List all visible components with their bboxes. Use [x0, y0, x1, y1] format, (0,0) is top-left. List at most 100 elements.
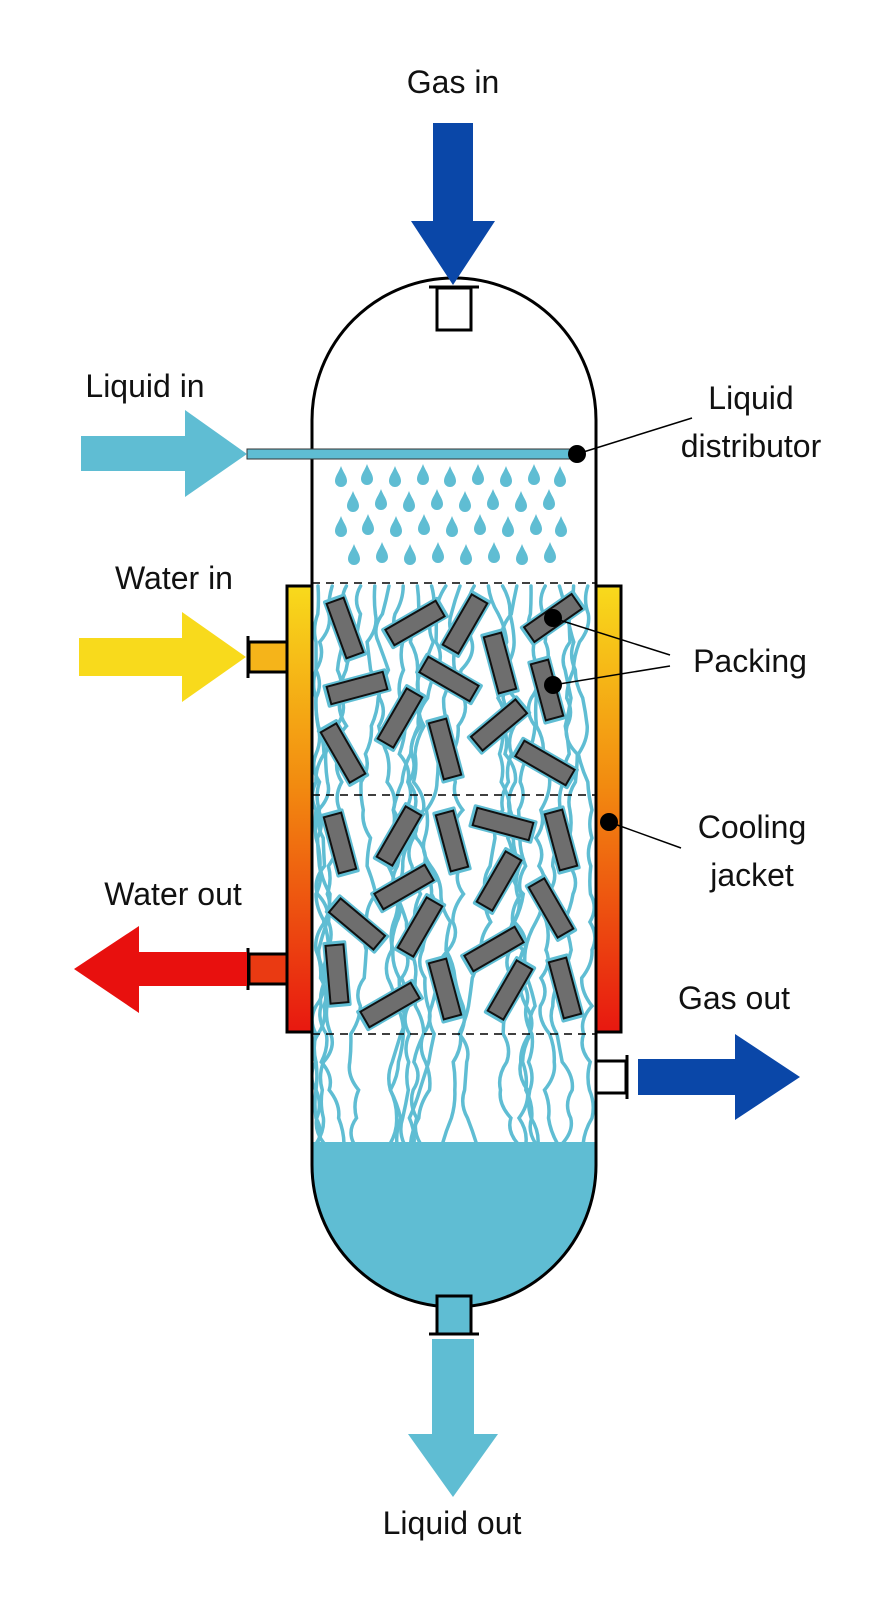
liquid-distributor-dot: [568, 445, 586, 463]
water-out-arrow: [74, 926, 247, 1013]
packing-element: [466, 695, 532, 755]
packing-element: [468, 804, 538, 844]
water-in-nozzle: [246, 636, 289, 678]
liquid-droplet: [417, 464, 429, 485]
liquid-droplet: [555, 516, 567, 537]
liquid-droplet: [502, 516, 514, 537]
liquid-droplet: [530, 514, 542, 535]
liquid-droplet: [347, 491, 359, 512]
bottom-nozzle: [429, 1294, 479, 1336]
water-in-arrow: [79, 612, 246, 702]
liquid-droplet: [404, 544, 416, 565]
packing-dot-1: [544, 609, 562, 627]
cooling-jacket-leader: [608, 821, 682, 849]
liquid-droplet: [375, 489, 387, 510]
liquid-droplet: [472, 464, 484, 485]
liquid-droplet: [500, 466, 512, 487]
cooling-jacket-right: [594, 584, 623, 1034]
liquid-droplet: [432, 542, 444, 563]
gas-out-label: Gas out: [678, 980, 790, 1016]
packing-element: [322, 668, 392, 708]
packing-element: [393, 893, 447, 961]
liquid-droplet: [459, 491, 471, 512]
liquid-droplet: [431, 489, 443, 510]
liquid-rivulet: [312, 584, 363, 1146]
packing-element: [356, 978, 424, 1032]
packing-elements: [316, 590, 587, 1032]
cooling-jacket-label-line2: jacket: [709, 857, 794, 893]
liquid-droplet: [474, 514, 486, 535]
liquid-droplet: [488, 542, 500, 563]
liquid-droplet: [446, 516, 458, 537]
liquid-rivulet: [538, 584, 576, 1146]
liquid-droplet: [362, 514, 374, 535]
liquid-rivulet: [312, 584, 335, 1146]
packing-element: [483, 956, 537, 1024]
liquid-distributor-leader: [576, 417, 693, 455]
cooling-jacket-label-line1: Cooling: [698, 809, 807, 845]
liquid-distributor-label-line1: Liquid: [708, 380, 793, 416]
water-in-label: Water in: [115, 560, 233, 596]
liquid-droplet: [515, 491, 527, 512]
liquid-droplet: [335, 466, 347, 487]
liquid-droplet: [389, 466, 401, 487]
packing-leader-2: [552, 665, 671, 686]
packing-element: [432, 806, 472, 876]
packing-element: [425, 714, 465, 784]
packing-element: [524, 874, 578, 942]
liquid-droplet: [460, 544, 472, 565]
packing-element: [472, 847, 526, 915]
gas-in-arrow: [411, 123, 495, 285]
packing-element: [425, 954, 465, 1024]
packing-element: [322, 940, 352, 1008]
liquid-droplet: [376, 542, 388, 563]
column-vessel: [310, 276, 598, 1309]
packing-dot-2: [544, 676, 562, 694]
packing-element: [370, 860, 438, 914]
liquid-droplet: [361, 464, 373, 485]
packing-element: [541, 805, 581, 875]
packing-element: [480, 628, 520, 698]
packing-label: Packing: [693, 643, 807, 679]
liquid-droplet: [444, 466, 456, 487]
gas-out-nozzle: [594, 1055, 629, 1099]
packing-element: [316, 719, 370, 787]
packing-element: [324, 894, 390, 954]
liquid-rivulet: [557, 584, 596, 1146]
liquid-droplet: [554, 466, 566, 487]
packing-element: [323, 593, 367, 663]
liquid-distributor-label-line2: distributor: [681, 428, 822, 464]
liquid-in-label: Liquid in: [85, 368, 204, 404]
water-out-nozzle: [246, 948, 289, 990]
packing-element: [545, 953, 585, 1023]
liquid-distributor-pipe: [246, 448, 577, 460]
packing-element: [373, 684, 427, 752]
packing-element: [320, 808, 360, 878]
liquid-droplet: [348, 544, 360, 565]
liquid-droplet: [403, 491, 415, 512]
liquid-droplet: [390, 516, 402, 537]
liquid-droplet: [516, 544, 528, 565]
liquid-droplet: [543, 489, 555, 510]
liquid-rivulet: [384, 584, 414, 1146]
liquid-out-arrow: [408, 1339, 498, 1497]
packing-element: [415, 652, 483, 706]
liquid-droplet: [544, 542, 556, 563]
liquid-out-label: Liquid out: [383, 1505, 522, 1541]
liquid-in-arrow: [81, 410, 247, 497]
cooling-jacket-left: [285, 584, 314, 1034]
liquid-droplet: [487, 489, 499, 510]
packing-element: [460, 922, 528, 976]
gas-out-arrow: [638, 1034, 800, 1120]
cooling-jacket-dot: [600, 813, 618, 831]
packing-leader-1: [552, 617, 671, 656]
gas-in-label: Gas in: [407, 64, 499, 100]
liquid-droplets: [335, 464, 567, 565]
liquid-droplet: [418, 514, 430, 535]
packing-element: [381, 596, 449, 650]
packing-element: [511, 736, 579, 790]
liquid-droplet: [528, 464, 540, 485]
packing-element: [438, 590, 492, 658]
liquid-droplet: [335, 516, 347, 537]
